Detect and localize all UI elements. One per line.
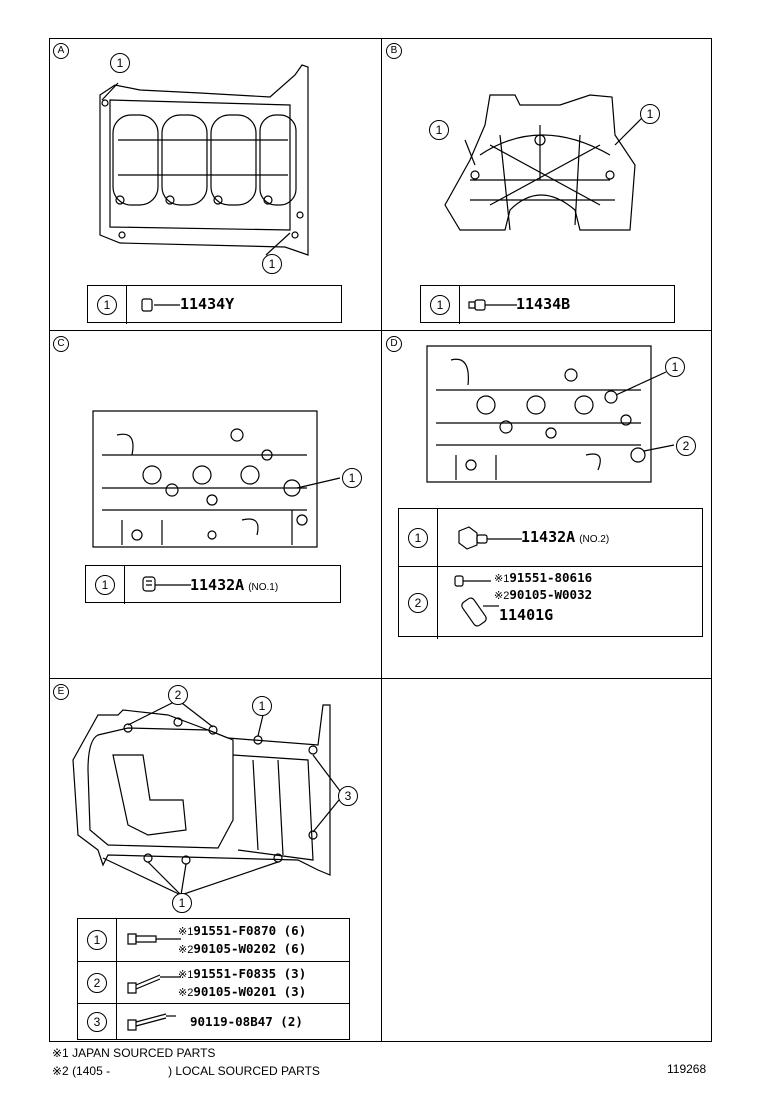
diagram-number: 119268 — [667, 1062, 707, 1076]
panel-label-e: E — [53, 684, 69, 700]
footnote-local-sourced: ※2 (1405 -) LOCAL SOURCED PARTS — [52, 1064, 320, 1078]
cylinder-block-side-drawing-d — [426, 345, 656, 485]
panel-a-callout-2: 1 — [262, 254, 282, 274]
part-index: 1 — [97, 295, 117, 315]
oil-pan-drawing — [68, 700, 338, 895]
part-number: 90119-08B47 (2) — [190, 1014, 303, 1029]
table-row: 1 11434Y — [88, 286, 341, 324]
panel-label-c: C — [53, 336, 69, 352]
part-index: 1 — [408, 527, 428, 548]
table-row: 1 11432A(NO.2) — [399, 509, 702, 566]
part-index: 2 — [87, 973, 107, 993]
panel-b-callout-1: 1 — [429, 120, 449, 140]
part-number: ※290105-W0201 (3) — [178, 984, 307, 999]
panel-a-callout-1: 1 — [110, 53, 130, 73]
panel-a-parts-table: 1 11434Y — [87, 285, 342, 324]
part-number: ※191551-80616 — [494, 570, 593, 585]
part-number: ※191551-F0870 (6) — [178, 923, 307, 938]
panel-label-d: D — [386, 336, 402, 352]
part-index: 1 — [430, 295, 450, 315]
part-note: (NO.1) — [248, 582, 279, 593]
table-row: 2 ※191551-F0835 (3) ※290105-W0201 (3) — [78, 961, 349, 1004]
panel-b-callout-2: 1 — [640, 104, 660, 124]
part-index: 2 — [408, 593, 428, 613]
panel-e-parts-table: 1 ※191551-F0870 (6) ※290105-W0202 (6) 2 … — [77, 918, 350, 1040]
cylinder-block-side-drawing-c — [92, 410, 322, 550]
stud-bolt-icon — [126, 1012, 176, 1032]
cylinder-block-rear-drawing — [440, 85, 640, 235]
seal-plug-icon — [140, 298, 180, 312]
table-row: 3 90119-08B47 (2) — [78, 1003, 349, 1040]
part-number: 11432A(NO.2) — [521, 528, 610, 546]
grid-divider-row2 — [49, 678, 712, 679]
table-row: 2 ※191551-80616 ※290105-W0032 11401G — [399, 566, 702, 639]
bolt-icon — [126, 971, 181, 995]
part-number: ※290105-W0202 (6) — [178, 941, 307, 956]
cylinder-block-front-drawing — [80, 55, 325, 265]
part-number: 11434B — [516, 295, 571, 313]
panel-d-callout-1: 1 — [665, 357, 685, 377]
bolt-icon — [126, 932, 181, 946]
part-number: 11434Y — [180, 295, 235, 313]
table-row: 1 ※191551-F0870 (6) ※290105-W0202 (6) — [78, 919, 349, 961]
part-index: 1 — [95, 575, 115, 595]
part-index: 3 — [87, 1012, 107, 1032]
panel-e-callout-1-bottom: 1 — [172, 893, 192, 913]
panel-e-callout-1-top: 1 — [252, 696, 272, 716]
grid-divider-vertical — [381, 38, 382, 1042]
part-number: 11401G — [499, 606, 554, 624]
drain-plug-icon — [457, 525, 522, 551]
drain-plug-icon — [141, 575, 191, 595]
table-row: 1 11432A(NO.1) — [86, 566, 340, 604]
panel-d-callout-2: 2 — [676, 436, 696, 456]
part-note: (NO.2) — [579, 534, 610, 545]
grid-divider-row1 — [49, 330, 712, 331]
panel-c-parts-table: 1 11432A(NO.1) — [85, 565, 341, 604]
threaded-plug-icon — [467, 299, 517, 311]
panel-e-callout-3: 3 — [338, 786, 358, 806]
part-index: 1 — [87, 930, 107, 950]
panel-c-callout-1: 1 — [342, 468, 362, 488]
part-number: ※191551-F0835 (3) — [178, 966, 307, 981]
part-number: 11432A(NO.1) — [190, 576, 279, 594]
panel-b-parts-table: 1 11434B — [420, 285, 675, 324]
part-number: ※290105-W0032 — [494, 587, 593, 602]
panel-e-callout-2: 2 — [168, 685, 188, 705]
footnote-japan-sourced: ※1 JAPAN SOURCED PARTS — [52, 1046, 216, 1060]
knock-sensor-icon — [449, 572, 519, 632]
panel-d-parts-table: 1 11432A(NO.2) 2 ※191551-80616 ※290105-W… — [398, 508, 703, 639]
diagram-frame — [49, 38, 712, 1042]
panel-label-a: A — [53, 43, 69, 59]
table-row: 1 11434B — [421, 286, 674, 324]
panel-label-b: B — [386, 43, 402, 59]
